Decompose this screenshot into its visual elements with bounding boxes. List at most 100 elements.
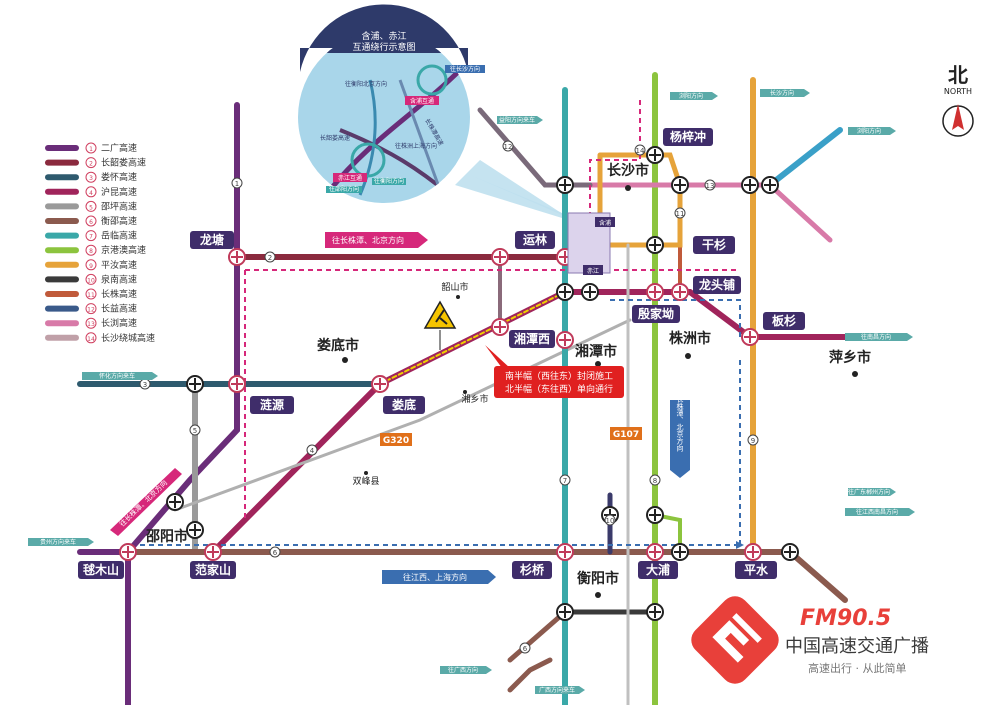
north-label: 北	[948, 63, 968, 87]
badge-label: 龙头铺	[699, 277, 735, 292]
legend-label: 长浏高速	[101, 317, 137, 329]
city-hengyang: 衡阳市	[577, 570, 619, 587]
inset-label-2: 含浦互通	[410, 97, 434, 105]
brand-slogan: 高速出行 · 从此简单	[808, 661, 907, 675]
legend-item: 10 泉南高速	[45, 273, 137, 285]
legend-number: 14	[87, 336, 95, 343]
legend-label: 沪昆高速	[101, 186, 137, 198]
detour-routes	[140, 100, 744, 549]
city-zhuzhou: 株洲市	[669, 330, 711, 347]
badge-label: 涟源	[260, 397, 284, 412]
city-shuangfeng: 双峰县	[352, 476, 379, 487]
direction-tag-label: 往广西方向	[448, 666, 478, 674]
badge-label: 毬木山	[83, 562, 119, 577]
svg-text:6: 6	[523, 645, 528, 653]
city-changsha: 长沙市	[607, 162, 649, 179]
legend-label: 长韶娄高速	[101, 157, 146, 169]
svg-text:3: 3	[143, 381, 147, 389]
badge-longtoupu: 龙头铺	[693, 276, 741, 294]
north-sub: NORTH	[944, 87, 972, 96]
direction-tag-label: 浏阳方向	[857, 127, 881, 135]
inset-title-2: 互通绕行示意图	[352, 41, 415, 53]
svg-text:4: 4	[310, 447, 315, 455]
svg-text:12: 12	[504, 143, 513, 151]
legend-number: 8	[89, 248, 93, 255]
badge-label: 板杉	[772, 313, 796, 328]
legend-number: 1	[89, 146, 93, 153]
direction-tags: 怀化方向来车贵州方向来车益阳方向来车浏阳方向长沙方向浏阳方向往南昌方向往江西南昌…	[28, 89, 915, 694]
svg-text:2: 2	[268, 254, 272, 262]
badge-dapu: 大浦	[638, 561, 678, 579]
badge-label: 湘潭西	[514, 331, 550, 346]
city-shaoshan: 韶山市	[441, 281, 468, 293]
direction-tag: 广西方向来车	[535, 686, 585, 694]
svg-text:6: 6	[273, 549, 278, 557]
inset-diagram: 含浦、赤江 互通绕行示意图 往长沙方向 往衡阳北京方向 含浦互通 长韶娄高速 往…	[298, 4, 485, 203]
brand-name: FM90.5	[800, 606, 891, 631]
direction-tag: 往南昌方向	[845, 333, 913, 341]
callout-jiangxi-shanghai: 往江西、上海方向	[403, 572, 467, 582]
legend-number: 12	[87, 307, 95, 314]
direction-tag-label: 往广东郴州方向	[848, 488, 890, 496]
badge-label: 范家山	[195, 562, 231, 577]
brand-emblem-icon	[691, 596, 779, 684]
svg-text:8: 8	[653, 477, 657, 485]
legend-label: 泉南高速	[101, 273, 137, 285]
inset-label-4: 往株洲上海方向	[395, 142, 437, 150]
badge-yinjiaao: 殷家坳	[632, 305, 680, 323]
svg-text:13: 13	[706, 182, 715, 190]
inset-title-1: 含浦、赤江	[361, 30, 406, 42]
legend-label: 岳临高速	[101, 230, 137, 242]
badge-label: 大浦	[646, 562, 670, 577]
direction-tag-label: 怀化方向来车	[99, 372, 135, 380]
direction-tag: 往江西南昌方向	[845, 508, 915, 516]
direction-tag: 往广西方向	[440, 666, 492, 674]
closure-text-1: 南半幅（西往东）封闭施工	[505, 370, 613, 382]
svg-text:9: 9	[751, 437, 755, 445]
badge-fanjiashan: 范家山	[190, 561, 236, 579]
badge-label: 干杉	[702, 237, 726, 252]
road-numbers: 1 2 3 4 5 6 7 8 9 10 11 12 13 14 6	[139, 140, 759, 654]
svg-text:1: 1	[235, 180, 239, 188]
svg-text:5: 5	[193, 427, 197, 435]
svg-text:7: 7	[563, 477, 567, 485]
badge-label: 邵阳市	[145, 528, 188, 545]
callout-shaoyang: 往长株潭、北京方向	[117, 478, 169, 528]
legend-label: 长益高速	[101, 303, 137, 315]
legend-number: 2	[89, 161, 93, 168]
callout-changsha-beijing: 往长株潭、北京方向	[332, 235, 404, 245]
g320-label: G320	[383, 436, 409, 446]
legend-number: 7	[89, 234, 93, 241]
direction-tag-label: 浏阳方向	[679, 92, 703, 100]
legend-label: 平汝高速	[101, 259, 137, 271]
inset-label-1: 往衡阳北京方向	[345, 80, 387, 88]
national-roads: G320 G107	[380, 427, 642, 446]
g107-label: G107	[613, 430, 639, 440]
legend-item: 2 长韶娄高速	[45, 157, 146, 169]
badge-yangzichong: 杨梓冲	[663, 128, 713, 146]
badge-banshan: 板杉	[763, 312, 805, 330]
svg-text:10: 10	[606, 517, 615, 525]
brand-subtitle: 中国高速交通广播	[785, 636, 929, 657]
direction-tag: 长沙方向	[760, 89, 810, 97]
badge-shaoyangshi: 邵阳市	[145, 528, 188, 545]
inset-label-8: 往衡阳方向	[374, 177, 404, 185]
brand-logo: FM90.5 中国高速交通广播 高速出行 · 从此简单	[691, 596, 929, 684]
inset-label-7: 往邵阳方向	[329, 185, 359, 193]
badge-pingshui: 平水	[735, 561, 777, 579]
badge-zhuomushan: 毬木山	[78, 561, 124, 579]
legend-number: 3	[89, 175, 93, 182]
chijiang-label: 赤江	[587, 268, 599, 275]
legend-number: 10	[87, 277, 95, 284]
badge-label: 龙塘	[200, 232, 224, 247]
legend-label: 邵坪高速	[101, 200, 137, 212]
